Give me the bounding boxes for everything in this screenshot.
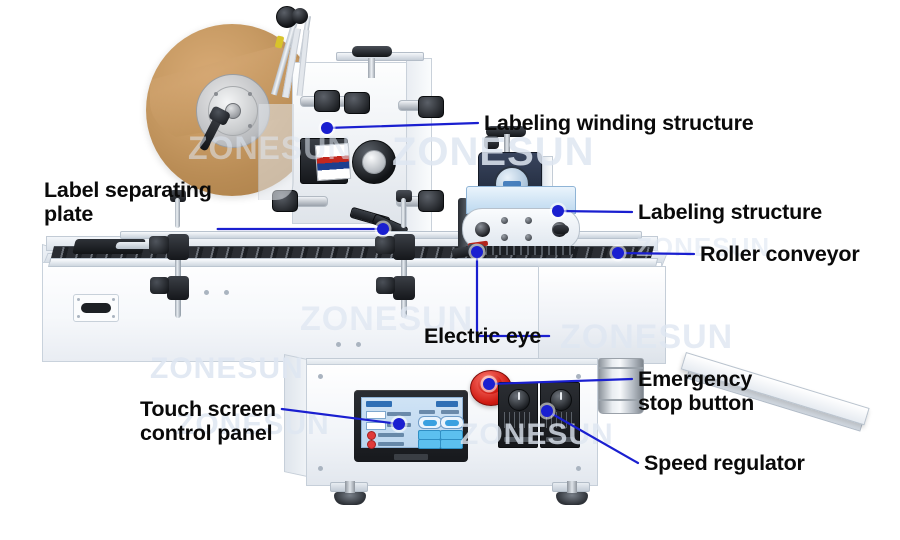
panel-screw-icon bbox=[318, 374, 323, 379]
callout-electric-eye: Electric eye bbox=[424, 324, 542, 348]
electric-eye-sensor bbox=[468, 244, 484, 256]
head-handle-stem bbox=[368, 58, 375, 78]
reel-bolt-icon bbox=[248, 124, 252, 128]
leveling-foot bbox=[556, 481, 588, 505]
hmi-brand-logo bbox=[394, 454, 428, 460]
callout-labeling-structure: Labeling structure bbox=[638, 200, 822, 224]
panel-screw-icon bbox=[576, 374, 581, 379]
watermark-zonesun: ZONESUN bbox=[636, 232, 771, 262]
callout-labeling-winding-structure: Labeling winding structure bbox=[484, 111, 754, 135]
labeling-belt-tread bbox=[466, 246, 574, 255]
callout-roller-conveyor: Roller conveyor bbox=[700, 242, 860, 266]
guide-roller-knob bbox=[418, 96, 444, 118]
callout-label-separating-plate: Label separating plate bbox=[44, 178, 212, 226]
callout-speed-regulator: Speed regulator bbox=[644, 451, 805, 475]
panel-screw-icon bbox=[356, 342, 361, 347]
top-guide-pulley bbox=[292, 8, 308, 24]
touch-screen-display[interactable] bbox=[361, 397, 464, 449]
watermark-zonesun: ZONESUN bbox=[300, 300, 474, 338]
leveling-foot bbox=[334, 481, 366, 505]
watermark-zonesun: ZONESUN bbox=[392, 130, 595, 174]
guide-roller-knob bbox=[314, 90, 340, 112]
panel-screw-icon bbox=[336, 342, 341, 347]
peel-roller-knob bbox=[418, 190, 444, 212]
panel-screw-icon bbox=[204, 290, 209, 295]
callout-touch-screen-control-panel: Touch screen control panel bbox=[140, 397, 276, 445]
labeling-head-handle-stem bbox=[504, 134, 510, 154]
callout-emergency-stop-button: Emergency stop button bbox=[638, 367, 755, 415]
drive-cylinder bbox=[598, 358, 644, 414]
guide-roller-knob bbox=[344, 92, 370, 114]
watermark-zonesun: ZONESUN bbox=[188, 130, 352, 166]
panel-screw-icon bbox=[224, 290, 229, 295]
touch-screen-panel[interactable] bbox=[354, 390, 468, 462]
labeling-head-handle-grip bbox=[484, 136, 499, 149]
speed-regulator-1[interactable] bbox=[498, 382, 538, 448]
speed-regulator-dial[interactable] bbox=[550, 389, 572, 411]
winding-drum-hub bbox=[362, 150, 386, 174]
speed-regulator-scale bbox=[504, 412, 532, 428]
watermark-zonesun: ZONESUN bbox=[560, 318, 734, 356]
reel-bolt-icon bbox=[214, 92, 218, 96]
label-web-ribbon bbox=[258, 104, 294, 200]
watermark-zonesun: ZONESUN bbox=[150, 352, 304, 385]
labeling-head-handle bbox=[486, 126, 526, 137]
watermark-zonesun: ZONESUN bbox=[460, 418, 614, 451]
panel-screw-icon bbox=[576, 466, 581, 471]
panel-screw-icon bbox=[318, 466, 323, 471]
speed-regulator-label bbox=[504, 437, 532, 442]
speed-regulator-dial[interactable] bbox=[508, 389, 530, 411]
conveyor-vent-plate bbox=[73, 294, 119, 322]
reel-bolt-icon bbox=[248, 92, 252, 96]
head-adjust-handle bbox=[352, 46, 392, 57]
